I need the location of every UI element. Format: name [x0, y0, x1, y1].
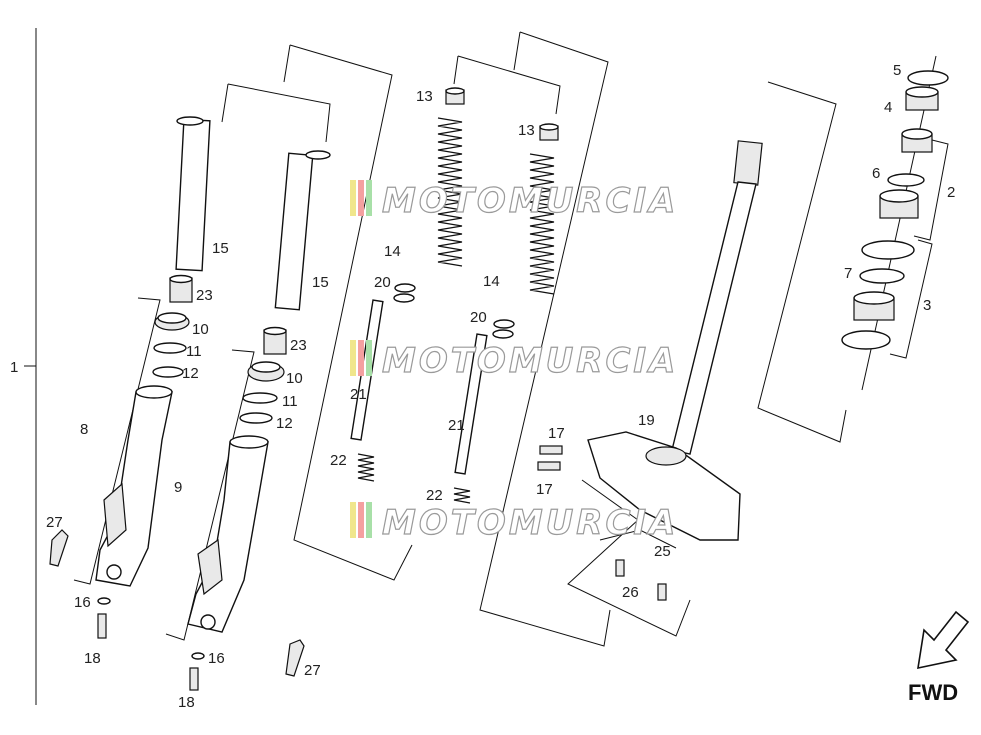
part-label-16: 16	[74, 594, 91, 611]
part-label-22: 22	[426, 487, 443, 504]
part-label-13: 13	[518, 122, 535, 139]
part-label-2: 2	[947, 184, 955, 201]
part-label-15: 15	[312, 274, 329, 291]
part-label-17: 17	[548, 425, 565, 442]
part-label-5: 5	[893, 62, 901, 79]
part-label-10: 10	[286, 370, 303, 387]
assembly-bracket-1	[24, 28, 37, 705]
part-label-9: 9	[174, 479, 182, 496]
fork-leg-left	[49, 116, 211, 639]
watermark-bottom: MOTOMURCIA	[350, 502, 678, 544]
part-label-14: 14	[384, 243, 401, 260]
part-label-10: 10	[192, 321, 209, 338]
part-label-22: 22	[330, 452, 347, 469]
part-label-19: 19	[638, 412, 655, 429]
part-label-7: 7	[844, 265, 852, 282]
part-label-1: 1	[10, 359, 18, 376]
part-label-23: 23	[196, 287, 213, 304]
part-label-26: 26	[622, 584, 639, 601]
part-label-11: 11	[282, 393, 298, 410]
steering-stem	[537, 81, 847, 637]
part-label-21: 21	[448, 417, 465, 434]
watermark-top: MOTOMURCIA	[350, 180, 678, 222]
fork-leg-right	[165, 83, 331, 691]
watermark-text: MOTOMURCIA	[382, 341, 678, 381]
part-label-12: 12	[276, 415, 293, 432]
watermark-text: MOTOMURCIA	[382, 181, 678, 221]
part-label-13: 13	[416, 88, 433, 105]
part-label-17: 17	[536, 481, 553, 498]
forward-arrow-icon	[917, 610, 970, 670]
part-label-23: 23	[290, 337, 307, 354]
part-label-25: 25	[654, 543, 671, 560]
headset-bearings	[841, 55, 949, 391]
part-label-14: 14	[483, 273, 500, 290]
part-label-15: 15	[212, 240, 229, 257]
part-label-6: 6	[872, 165, 880, 182]
part-label-11: 11	[186, 343, 202, 360]
forward-direction-indicator: FWD	[908, 610, 970, 705]
part-labels: 1 2 3 4 5 6 7 8 9 10 10 11 11 12 12 13 1…	[10, 62, 955, 711]
watermark-middle: MOTOMURCIA	[350, 340, 678, 382]
part-label-21: 21	[350, 386, 367, 403]
part-label-16: 16	[208, 650, 225, 667]
part-label-20: 20	[374, 274, 391, 291]
part-label-18: 18	[84, 650, 101, 667]
part-label-4: 4	[884, 99, 892, 116]
fwd-label: FWD	[908, 680, 958, 705]
part-label-20: 20	[470, 309, 487, 326]
part-label-27: 27	[46, 514, 63, 531]
fork-internals-right	[453, 31, 611, 647]
part-label-3: 3	[923, 297, 931, 314]
watermark-text: MOTOMURCIA	[382, 503, 678, 543]
part-label-27: 27	[304, 662, 321, 679]
part-label-8: 8	[80, 421, 88, 438]
part-label-12: 12	[182, 365, 199, 382]
part-label-18: 18	[178, 694, 195, 711]
